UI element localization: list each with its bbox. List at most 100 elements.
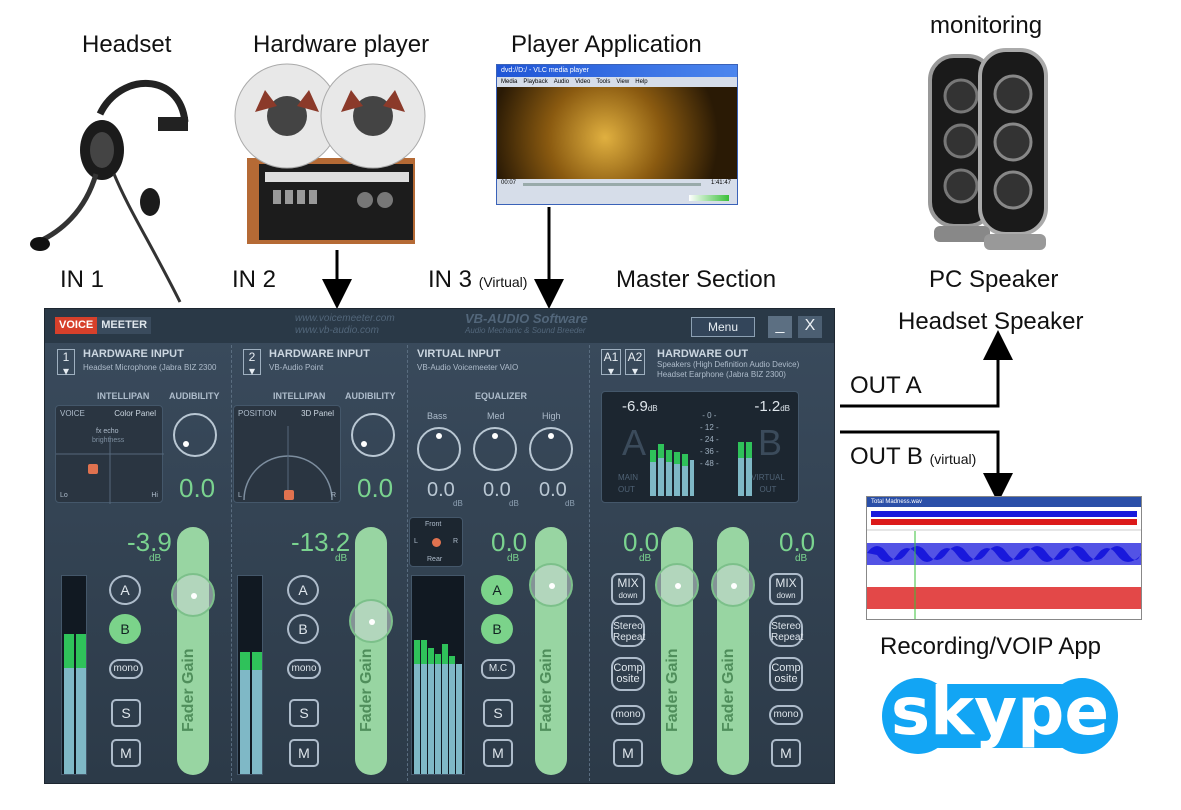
- label-recording-app: Recording/VOIP App: [880, 633, 1102, 660]
- strip2-solo-button[interactable]: S: [289, 699, 319, 727]
- vm-titlebar: VOICE MEETER www.voicemeeter.com www.vb-…: [45, 309, 834, 343]
- strip1-bus-b-button[interactable]: B: [109, 614, 141, 644]
- strip3-l-label: L: [414, 538, 418, 545]
- eq-bass-knob-dot: [436, 433, 442, 439]
- vlc-menu-video[interactable]: Video: [575, 79, 591, 85]
- master-a2-selector[interactable]: A2▾: [625, 349, 645, 378]
- strip3-gain-value: 0.0: [491, 527, 528, 557]
- strip3-bus-b-label: B: [492, 621, 502, 637]
- eq-high-db: dB: [565, 499, 575, 508]
- strip2-mono-button[interactable]: mono: [287, 659, 321, 679]
- master-b-mix-down: down: [776, 591, 796, 600]
- eq-med-knob[interactable]: [473, 427, 517, 471]
- strip2-device[interactable]: VB-Audio Point: [269, 363, 324, 372]
- master-b-mono-button[interactable]: mono: [769, 705, 803, 725]
- strip3-device[interactable]: VB-Audio Voicemeeter VAIO: [417, 363, 519, 372]
- vm-close-button[interactable]: X: [798, 316, 822, 338]
- strip2-audibility-knob[interactable]: [351, 413, 395, 457]
- master-b-mix-label: MIX: [775, 576, 797, 590]
- vlc-menu-help[interactable]: Help: [635, 79, 648, 85]
- master-a-mono-button[interactable]: mono: [611, 705, 645, 725]
- strip3-bus-b-button[interactable]: B: [481, 614, 513, 644]
- master-a-stereo-label: Stereo: [613, 621, 643, 632]
- master-scale-0: - 0 -: [702, 411, 717, 420]
- strip2-selector[interactable]: 2▾: [243, 349, 261, 378]
- master-b-comp-label: Comp: [771, 662, 801, 674]
- strip1-pan-dot[interactable]: [88, 464, 98, 474]
- strip2-position-label: POSITION: [238, 409, 277, 418]
- strip3-meter-bars: [414, 640, 462, 774]
- strip1-audibility-knob[interactable]: [173, 413, 217, 457]
- vlc-menu-view[interactable]: View: [616, 79, 630, 85]
- strip2-bus-b-button[interactable]: B: [287, 614, 319, 644]
- strip2-fader-knob[interactable]: [349, 599, 393, 643]
- strip1-device[interactable]: Headset Microphone (Jabra BIZ 2300: [83, 363, 217, 372]
- strip2-mute-button[interactable]: M: [289, 739, 319, 767]
- vlc-volume-bar[interactable]: [689, 195, 729, 201]
- vlc-video-frame: [497, 87, 737, 179]
- master-a-gain-value: 0.0: [623, 527, 660, 557]
- strip1-fader-knob[interactable]: [171, 573, 215, 617]
- strip1-panel-lines: [56, 436, 164, 504]
- strip2-bus-a-button[interactable]: A: [287, 575, 319, 605]
- strip3-mc-button[interactable]: M.C: [481, 659, 515, 679]
- strip2-position-panel[interactable]: POSITION 3D Panel L R: [233, 405, 341, 503]
- strip3-surround-dot[interactable]: [432, 538, 441, 547]
- eq-med-db: dB: [509, 499, 519, 508]
- eq-high-knob[interactable]: [529, 427, 573, 471]
- strip2-audibility-title: AUDIBILITY: [345, 391, 396, 401]
- strip3-title: VIRTUAL INPUT: [417, 348, 501, 360]
- master-a-repeat-label: Repeat: [613, 632, 646, 643]
- vlc-menu-audio[interactable]: Audio: [553, 79, 570, 85]
- vlc-seek-bar[interactable]: [523, 183, 701, 186]
- strip3-solo-button[interactable]: S: [483, 699, 513, 727]
- strip3-surround-panel[interactable]: Front Rear L R: [409, 517, 463, 567]
- vlc-menu-playback[interactable]: Playback: [523, 79, 548, 85]
- eq-bass-value: 0.0: [427, 479, 455, 501]
- strip1-mono-button[interactable]: mono: [109, 659, 143, 679]
- master-device1[interactable]: Speakers (High Definition Audio Device): [657, 360, 800, 369]
- master-b-gain-db: dB: [795, 553, 808, 564]
- vm-logo-voice: VOICE: [55, 317, 98, 334]
- vlc-menu-media[interactable]: Media: [501, 79, 518, 85]
- master-b-fader-knob[interactable]: [711, 563, 755, 607]
- strip1-mute-button[interactable]: M: [111, 739, 141, 767]
- master-virtual-meter: [738, 442, 752, 496]
- strip2-pan-dot[interactable]: [284, 490, 294, 500]
- master-a-mute-button[interactable]: M: [613, 739, 643, 767]
- strip1-selector[interactable]: 1▾: [57, 349, 75, 378]
- master-a1-selector[interactable]: A1▾: [601, 349, 621, 378]
- vm-menu-button[interactable]: Menu: [691, 317, 755, 337]
- master-a-fader-knob[interactable]: [655, 563, 699, 607]
- master-device2[interactable]: Headset Earphone (Jabra BIZ 2300): [657, 370, 786, 379]
- recorder-overview: [867, 507, 1141, 529]
- strip1-voice-panel[interactable]: VOICE Color Panel fx echo brightness Lo …: [55, 405, 164, 504]
- strip3-mute-button[interactable]: M: [483, 739, 513, 767]
- label-player-application: Player Application: [511, 31, 702, 58]
- master-b-mute-button[interactable]: M: [771, 739, 801, 767]
- master-a-comp-label: Comp: [613, 662, 643, 674]
- master-virtual-letter: B: [757, 422, 782, 463]
- vm-minimize-button[interactable]: _: [768, 316, 792, 338]
- strip1-solo-button[interactable]: S: [111, 699, 141, 727]
- master-a-mix-down: down: [618, 591, 638, 600]
- strip1-bus-a-button[interactable]: A: [109, 575, 141, 605]
- master-main-meter: [650, 444, 694, 496]
- strip2-fader-track[interactable]: Fader Gain: [355, 527, 387, 775]
- strip3-level-meter: [411, 575, 465, 775]
- master-scale-24: - 24 -: [700, 435, 719, 444]
- vlc-menu-tools[interactable]: Tools: [596, 79, 611, 85]
- strip3-fader-knob[interactable]: [529, 563, 573, 607]
- strip1-voice-label: VOICE: [60, 409, 85, 418]
- strip1-fader-track[interactable]: Fader Gain: [177, 527, 209, 775]
- strip3-bus-a-button[interactable]: A: [481, 575, 513, 605]
- eq-bass-knob[interactable]: [417, 427, 461, 471]
- arrow-out-b: [840, 430, 1013, 503]
- master-a-mix-label: MIX: [617, 576, 639, 590]
